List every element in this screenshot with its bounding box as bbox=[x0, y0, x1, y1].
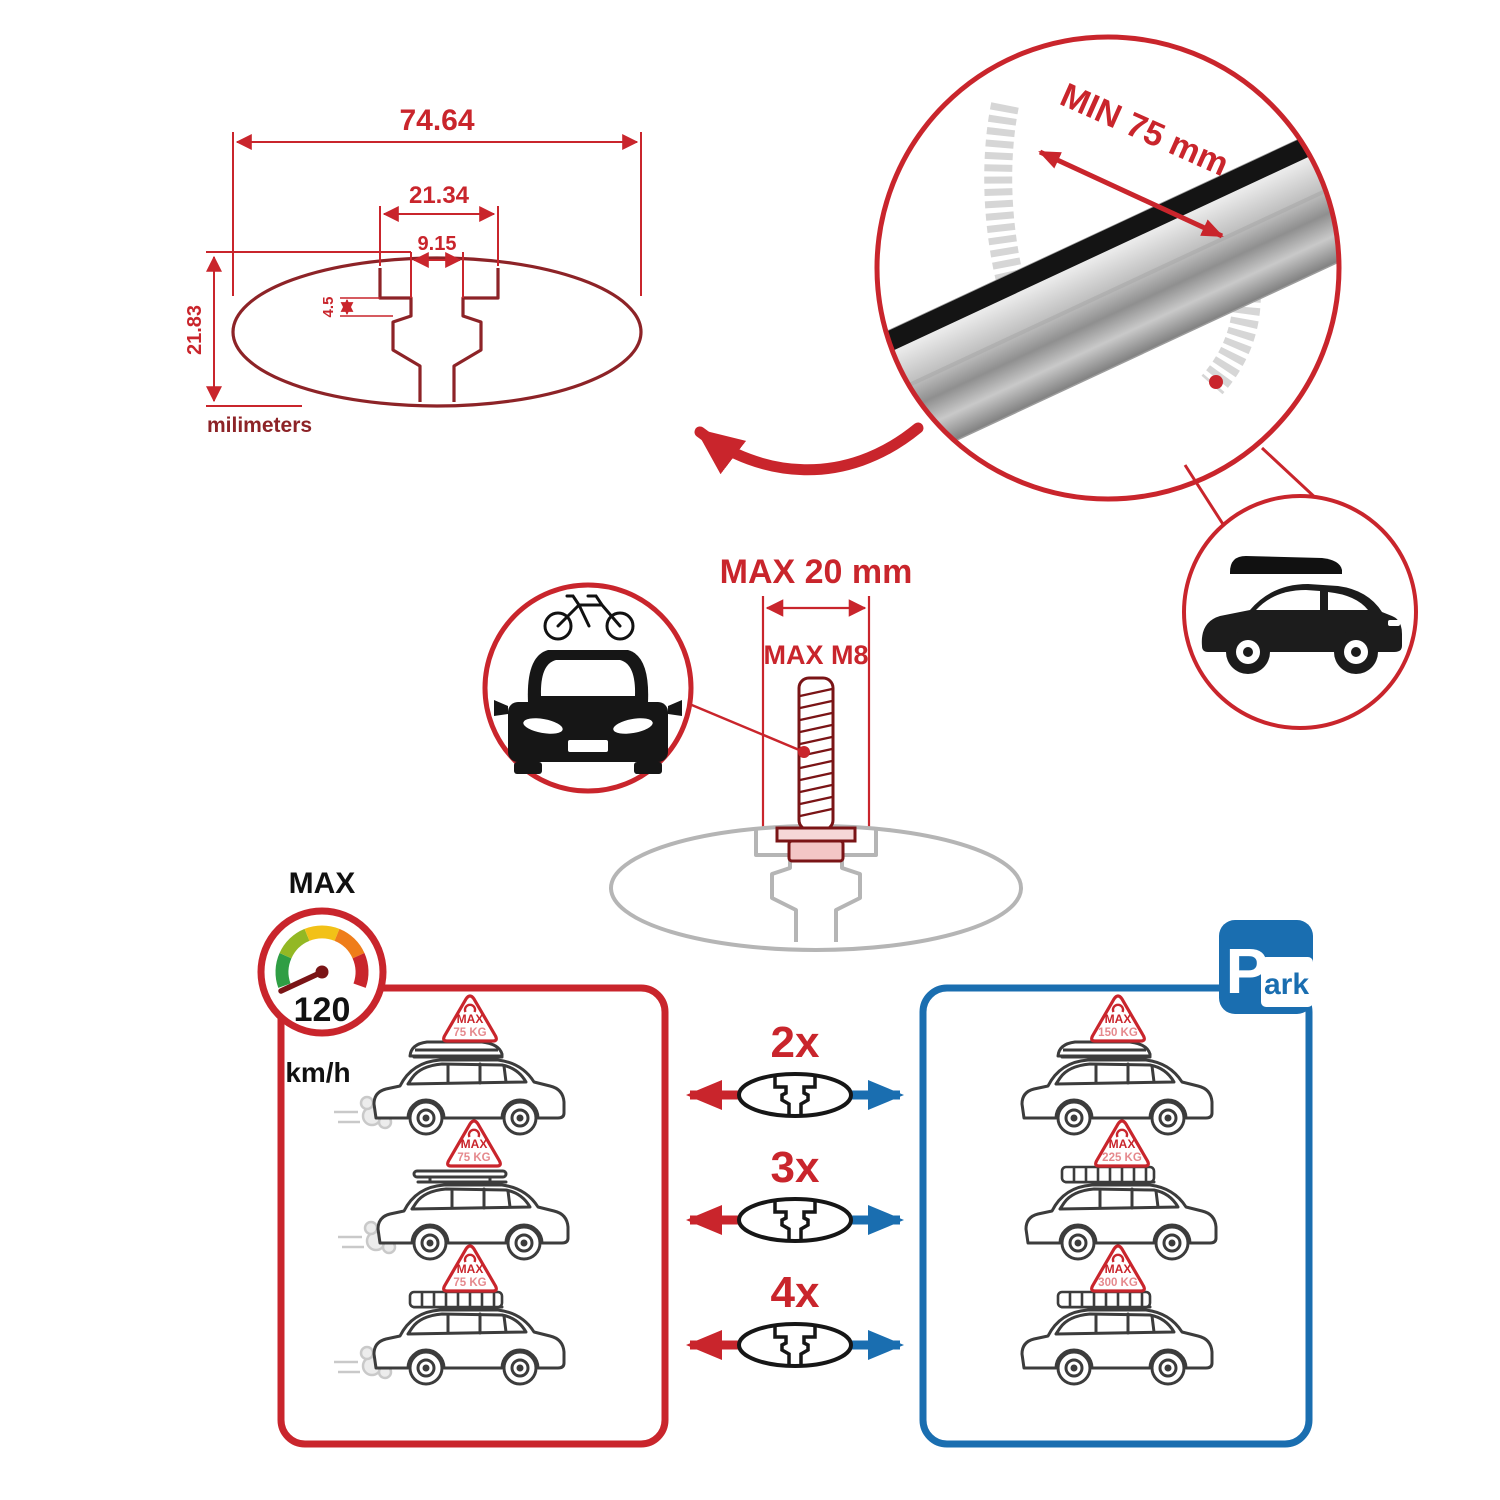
aluminum-bar bbox=[879, 98, 1337, 487]
badge-weight: 75 KG bbox=[457, 1152, 490, 1164]
parking-sign: P ark bbox=[1219, 920, 1313, 1014]
min-span-label: MIN 75 mm bbox=[1055, 76, 1234, 184]
gauge-value: 120 bbox=[294, 991, 351, 1029]
bolt-max-thread-label: MAX M8 bbox=[763, 640, 868, 670]
bar-count-row-3: 4x bbox=[686, 1268, 904, 1368]
dim-lip-depth-label: 4.5 bbox=[320, 297, 337, 318]
badge-title: MAX bbox=[1105, 1012, 1132, 1026]
speed-gauge: MAX 120 km/h bbox=[257, 867, 387, 1088]
callout-line-2 bbox=[1260, 446, 1322, 504]
parked-cars: MAX 150 KG MAX 225 KG MAX 300 KG bbox=[1020, 994, 1218, 1386]
bolt-flange bbox=[775, 826, 857, 843]
driving-car-1-roofbox bbox=[408, 1040, 504, 1058]
detail-circle-outline bbox=[874, 34, 1342, 502]
suv-roofbox-circle bbox=[1182, 494, 1418, 730]
car-front-silhouette bbox=[494, 650, 682, 774]
badge-title: MAX bbox=[1109, 1137, 1136, 1151]
suv-silhouette bbox=[1201, 556, 1402, 674]
clamp-strap-right bbox=[1201, 219, 1261, 395]
bar-count-rows: 2x 3x 4x bbox=[686, 1018, 904, 1368]
dim-slot-width-label: 9.15 bbox=[418, 233, 457, 255]
gauge-max-label: MAX bbox=[289, 867, 356, 900]
dim-total-width-label: 74.64 bbox=[399, 104, 474, 137]
min-span-arrow bbox=[1038, 149, 1224, 239]
dim-total-height-label: 21.83 bbox=[184, 305, 206, 355]
bar-count-label: 4x bbox=[771, 1268, 820, 1317]
bolt-max-width-label: MAX 20 mm bbox=[720, 553, 913, 591]
bolt-diagram: MAX 20 mm MAX M8 bbox=[609, 553, 1023, 952]
dim-recess-width bbox=[379, 206, 499, 266]
bolt-hammer-head bbox=[787, 839, 845, 863]
badge-title: MAX bbox=[1105, 1262, 1132, 1276]
car-bike-circle bbox=[482, 582, 694, 794]
parking-sign-letter: P bbox=[1226, 935, 1269, 1007]
clamp-point-dot bbox=[1209, 375, 1223, 389]
parked-car-1-roofbox bbox=[1056, 1040, 1152, 1058]
gauge-pivot bbox=[315, 965, 329, 979]
parked-car-3-roofbasket bbox=[1056, 1290, 1152, 1309]
bolt-dim-lines bbox=[761, 596, 871, 830]
dim-slot-width bbox=[410, 252, 464, 298]
bar-count-row-2: 3x bbox=[686, 1143, 904, 1243]
bike-silhouette bbox=[543, 594, 635, 641]
profile-ellipse bbox=[231, 256, 643, 408]
parked-car-2-roofbasket bbox=[1060, 1165, 1156, 1184]
dim-total-width bbox=[232, 132, 642, 296]
callout-arrow-to-cross-section bbox=[694, 422, 924, 476]
cross-section-diagram: 74.64 21.34 9.15 21.83 4.5 mili bbox=[184, 104, 643, 437]
dim-total-height bbox=[206, 251, 411, 407]
crossbar-profile-icon bbox=[737, 1322, 853, 1368]
crossbar-profile-icon bbox=[737, 1197, 853, 1243]
bar-count-row-1: 2x bbox=[686, 1018, 904, 1118]
gauge-units: km/h bbox=[285, 1057, 350, 1088]
parking-sign-suffix: ark bbox=[1264, 968, 1309, 1001]
badge-title: MAX bbox=[457, 1012, 484, 1026]
badge-title: MAX bbox=[457, 1262, 484, 1276]
bar-render bbox=[879, 98, 1337, 487]
badge-title: MAX bbox=[461, 1137, 488, 1151]
driving-car-3-roofbasket bbox=[408, 1290, 504, 1309]
badge-weight: 300 KG bbox=[1098, 1277, 1138, 1289]
callout-line-1 bbox=[1183, 464, 1230, 533]
dim-lip-depth bbox=[340, 297, 393, 317]
badge-weight: 150 KG bbox=[1098, 1027, 1138, 1039]
dim-recess-width-label: 21.34 bbox=[409, 182, 470, 209]
badge-weight: 225 KG bbox=[1102, 1152, 1142, 1164]
badge-weight: 75 KG bbox=[453, 1277, 486, 1289]
gauge-arcs bbox=[275, 925, 369, 988]
t-bolt bbox=[775, 676, 857, 863]
bar-detail-circle: MIN 75 mm bbox=[694, 34, 1342, 533]
badge-weight: 75 KG bbox=[453, 1027, 486, 1039]
bolt-callout-line bbox=[686, 701, 805, 754]
bar-count-label: 3x bbox=[771, 1143, 820, 1192]
bolt-callout-dot bbox=[798, 746, 810, 758]
bar-count-label: 2x bbox=[771, 1018, 820, 1067]
units-label: milimeters bbox=[207, 414, 312, 437]
clamp-strap-left bbox=[984, 102, 1034, 320]
gauge-needle bbox=[278, 969, 325, 994]
crossbar-profile-icon bbox=[737, 1072, 853, 1118]
driving-cars: MAX 75 KG MAX 75 KG MAX 75 KG bbox=[332, 994, 570, 1386]
profile-t-slot bbox=[378, 268, 500, 402]
